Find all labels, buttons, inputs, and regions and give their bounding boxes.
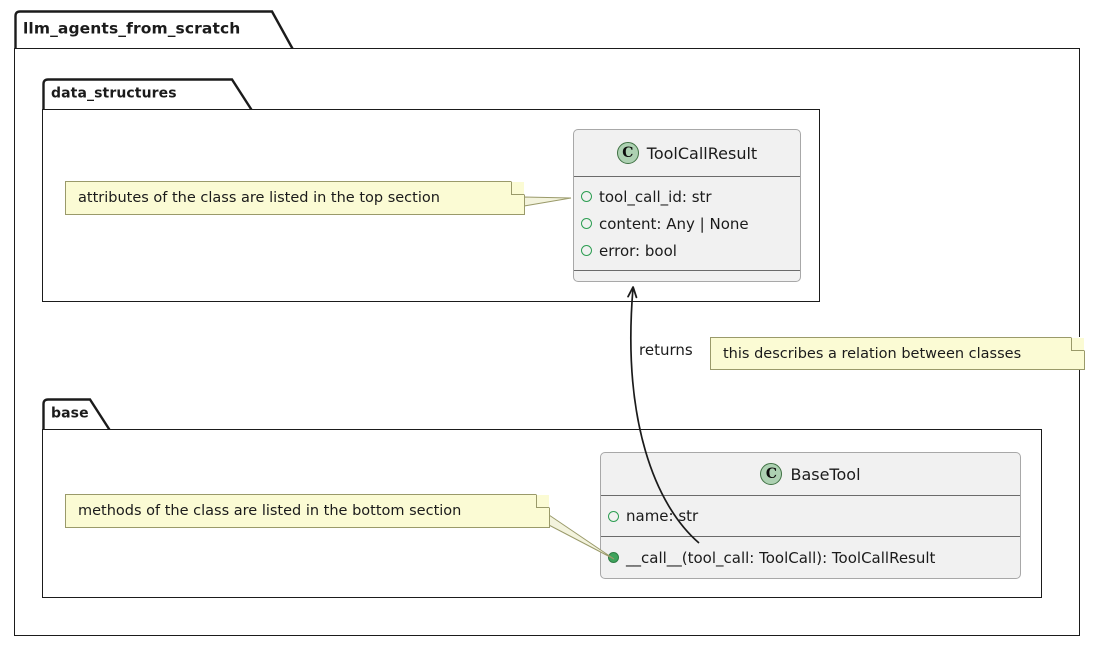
package-label-llm-agents-from-scratch: llm_agents_from_scratch	[23, 19, 241, 38]
class-icon: C	[760, 463, 783, 485]
attribute-row[interactable]: tool_call_id: str	[574, 183, 800, 210]
class-title-toolcallresult: C ToolCallResult	[574, 130, 800, 176]
attribute-row[interactable]: name: str	[601, 496, 1020, 536]
package-tab-base: base	[42, 398, 154, 432]
package-tab-shape	[14, 10, 295, 51]
attributes-compartment-toolcallresult: tool_call_id: str content: Any | None er…	[574, 177, 800, 270]
attribute-label: content: Any | None	[599, 214, 749, 233]
class-separator	[601, 495, 1020, 496]
class-name-basetool: BaseTool	[790, 464, 861, 484]
attribute-label: error: bool	[599, 241, 677, 260]
package-tab-shape	[42, 398, 112, 432]
attribute-row[interactable]: content: Any | None	[574, 210, 800, 237]
class-box-basetool[interactable]: C BaseTool name: str __call__(tool_call:…	[600, 452, 1021, 579]
relation-label-text: returns	[639, 341, 693, 359]
package-tab-llm-agents-from-scratch: llm_agents_from_scratch	[14, 10, 296, 51]
attribute-marker	[581, 191, 592, 202]
class-name-toolcallresult: ToolCallResult	[646, 143, 758, 163]
attribute-label: name: str	[626, 507, 699, 525]
attribute-marker	[581, 218, 592, 229]
method-row[interactable]: __call__(tool_call: ToolCall): ToolCallR…	[601, 537, 1020, 578]
attribute-label: tool_call_id: str	[599, 187, 712, 206]
note-attributes[interactable]: attributes of the class are listed in th…	[65, 181, 525, 215]
note-relation-text: this describes a relation between classe…	[723, 345, 1022, 362]
note-fold-icon	[511, 182, 524, 195]
package-tab-data-structures: data_structures	[42, 78, 262, 112]
methods-compartment-toolcallresult	[574, 271, 800, 281]
note-attributes-text: attributes of the class are listed in th…	[78, 190, 440, 206]
relation-label-returns: returns	[639, 341, 693, 359]
attributes-compartment-basetool: name: str	[601, 496, 1020, 536]
note-relation[interactable]: this describes a relation between classe…	[710, 337, 1085, 370]
method-marker	[608, 552, 619, 563]
class-separator	[601, 536, 1020, 537]
note-fold-icon	[536, 495, 549, 508]
note-fold-icon	[1071, 338, 1084, 351]
attribute-row[interactable]: error: bool	[574, 237, 800, 264]
class-box-toolcallresult[interactable]: C ToolCallResult tool_call_id: str conte…	[573, 129, 801, 282]
class-separator	[574, 270, 800, 271]
package-label-base: base	[51, 405, 89, 422]
package-tab-shape	[42, 78, 254, 112]
class-separator	[574, 176, 800, 177]
note-methods[interactable]: methods of the class are listed in the b…	[65, 494, 550, 528]
methods-compartment-basetool: __call__(tool_call: ToolCall): ToolCallR…	[601, 537, 1020, 578]
package-label-data-structures: data_structures	[51, 85, 177, 102]
attribute-marker	[581, 245, 592, 256]
method-label: __call__(tool_call: ToolCall): ToolCallR…	[626, 548, 936, 567]
note-methods-text: methods of the class are listed in the b…	[78, 503, 462, 519]
class-title-basetool: C BaseTool	[601, 453, 1020, 495]
class-icon: C	[616, 142, 639, 164]
attribute-marker	[608, 510, 619, 522]
